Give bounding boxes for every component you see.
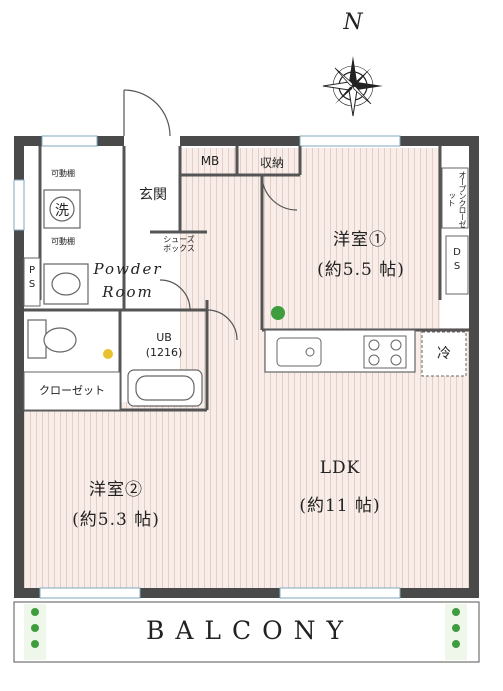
plant-icon — [24, 604, 467, 660]
movable-shelf-lower-label: 可動棚 — [51, 237, 75, 246]
floor-western-room-2 — [24, 402, 207, 590]
western-room-2-size: (約5.3 帖) — [72, 510, 160, 530]
open-closet-label: オープンクローゼット — [447, 171, 467, 227]
fridge-label: 冷 — [437, 346, 451, 362]
western-room-1-name: 洋室① — [333, 230, 387, 250]
storage-label: 収納 — [259, 156, 284, 170]
movable-shelf-upper-label: 可動棚 — [51, 169, 75, 178]
floor-western-room-1 — [262, 148, 440, 328]
bath-fixtures — [27, 189, 203, 407]
windows — [13, 135, 401, 599]
open-closet-box — [441, 167, 469, 229]
washer-label: 洗 — [55, 203, 69, 219]
ds-label: D S — [453, 247, 461, 272]
plant-icon — [103, 306, 285, 359]
ps-label: P S — [28, 265, 36, 290]
shoe-box-label: シューズ ボックス — [163, 235, 195, 253]
compass-rose-icon — [322, 56, 383, 117]
unit-bath-label: UB (1216) — [145, 331, 183, 360]
ldk-name: LDK — [319, 458, 361, 478]
ps-box — [23, 257, 41, 307]
closet-label: クローゼット — [39, 384, 105, 397]
powder-room-label: Powder Room — [93, 260, 163, 302]
floor-corridor — [207, 148, 262, 328]
closet-shelf — [23, 371, 121, 411]
western-room-1-size: (約5.5 帖) — [317, 260, 405, 280]
floor-hall — [180, 148, 207, 402]
ldk-size: (約11 帖) — [299, 496, 381, 516]
entrance-label: 玄関 — [139, 187, 167, 203]
western-room-2-name: 洋室② — [89, 480, 143, 500]
balcony-label: BALCONY — [145, 616, 355, 645]
north-label: N — [343, 10, 363, 35]
mb-label: MB — [200, 154, 220, 168]
ds-box — [445, 235, 469, 295]
balcony-area — [13, 601, 480, 663]
doors — [123, 89, 298, 341]
kitchen-counter — [264, 329, 467, 377]
